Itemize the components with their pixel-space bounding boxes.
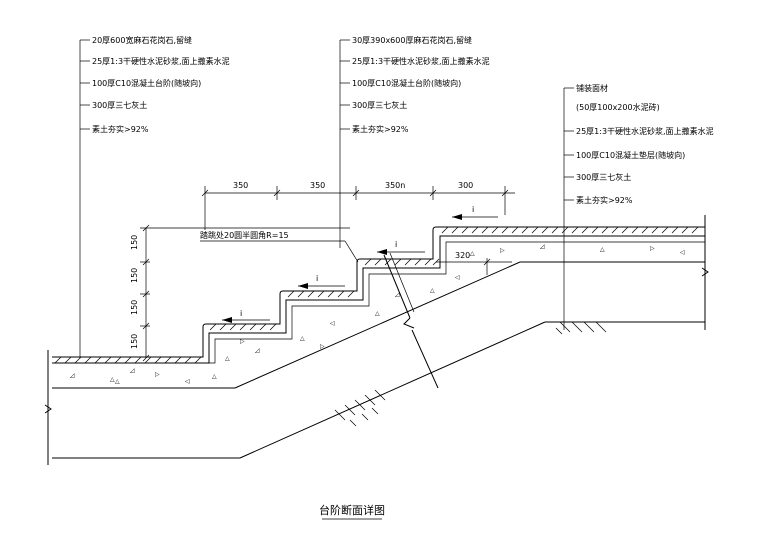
stair-profile [52,226,705,364]
edge-lines [44,215,709,465]
svg-text:◿: ◿ [70,372,75,379]
cut-line-parallel [389,252,415,313]
left-notes-group: 20厚600宽麻石花岗石,留缝 25厚1:3干硬性水泥砂浆,面上撒素水泥 100… [79,35,230,358]
svg-text:△: △ [600,246,605,253]
svg-text:◁: ◁ [185,378,190,385]
top-dim-label-3: 350n [385,181,405,190]
svg-text:◁: ◁ [680,249,685,256]
concrete-slope-bottom [234,261,521,389]
right-notes-group: 铺装面材 (50厚100x200水泥砖) 25厚1:3干硬性水泥砂浆,面上撒素水… [563,83,714,330]
paving-hatch [54,226,699,364]
svg-text:▷: ▷ [155,371,160,378]
riser-label-3: 150 [130,300,139,315]
dim-320-label: 320 [455,251,470,260]
svg-text:◁: ◁ [455,274,460,281]
soil-slope-bottom [239,321,546,459]
right-note-6: 素土夯实>92% [576,195,633,205]
left-break-mark [44,404,52,414]
left-note-1: 20厚600宽麻石花岗石,留缝 [92,35,192,45]
radius-note-text: 踏跳处20圆半圆角R=15 [200,230,289,240]
lime-soil-layer [52,321,705,459]
concrete-step-inner [209,241,705,364]
svg-text:△: △ [212,373,217,380]
middle-note-2: 25厚1:3干硬性水泥砂浆,面上撒素水泥 [352,56,490,66]
left-note-4: 300厚三七灰土 [92,100,147,110]
middle-note-4: 300厚三七灰土 [352,100,407,110]
svg-text:▷: ▷ [240,338,245,345]
riser-label-4: 150 [130,334,139,349]
middle-note-1: 30厚390x600厚麻石花岗石,留缝 [352,35,472,45]
right-break-mark [701,267,709,277]
aggregate-marks: ◿ △ ▷ ◁ △ ◿ △ ◁ ▷ △ ◿ △ ◁ △ ▷ ◿ △ ▷ ◁ ▷ △ ◿ △ [70,243,685,385]
svg-text:▷: ▷ [320,343,325,350]
top-dim-label-2: 350 [310,181,325,190]
top-dim-label-1: 350 [233,181,248,190]
slope-mark-4: i [472,205,474,214]
left-note-5: 素土夯实>92% [92,124,149,134]
svg-text:◁: ◁ [330,320,335,327]
slope-cut-line [383,252,439,389]
top-dim-tick-2 [273,189,281,197]
middle-note-3: 100厚C10混凝土台阶(随坡向) [352,78,461,88]
concrete-layer [52,241,705,389]
svg-text:△: △ [115,378,120,385]
slope-arrows: i i i i [222,205,498,323]
svg-text:▷: ▷ [500,247,505,254]
right-note-1: 铺装面材 [576,83,608,93]
riser-tick-1 [142,224,150,232]
drawing-title: 台阶断面详图 [319,503,385,520]
top-dim-tick-3 [352,189,360,197]
svg-text:▷: ▷ [650,245,655,252]
slope-arrow-2: i [298,274,345,289]
svg-text:△: △ [375,310,380,317]
right-note-5: 300厚三七灰土 [576,172,631,182]
radius-note: 踏跳处20圆半圆角R=15 [200,230,359,263]
cut-line-upper [383,254,411,319]
svg-text:△: △ [470,250,475,257]
svg-text:◿: ◿ [255,347,260,354]
right-note-2: (50厚100x200水泥砖) [576,102,660,112]
top-dim-label-4: 300 [458,181,473,190]
slope-mark-2: i [316,274,318,283]
cut-line-lower [411,329,439,389]
radius-note-leader [344,240,359,263]
slope-arrow-1: i [222,309,270,323]
right-note-4: 100厚C10混凝土垫层(随坡向) [576,150,685,160]
slope-mark-3: i [395,240,397,249]
paving-bottom-line [52,235,705,364]
slope-arrow-3: i [377,240,425,255]
cut-line-zigzag [403,317,415,329]
paving-top-line [52,226,705,358]
slope-arrow-4: i [452,205,498,220]
svg-text:△: △ [225,355,230,362]
riser-dimension: 150 150 150 150 [130,224,350,362]
riser-tick-4 [142,322,150,330]
middle-notes-group: 30厚390x600厚麻石花岗石,留缝 25厚1:3干硬性水泥砂浆,面上撒素水泥… [339,35,490,248]
svg-text:◿: ◿ [540,243,545,250]
riser-label-1: 150 [130,235,139,250]
svg-text:△: △ [300,335,305,342]
riser-tick-3 [142,290,150,298]
top-dimension: 350 350 350n 300 [201,181,515,230]
top-dim-tick-1 [201,189,209,197]
dim-320: 320 [432,251,512,275]
svg-text:◿: ◿ [395,291,400,298]
top-dim-tick-5 [501,189,509,197]
riser-tick-2 [142,258,150,266]
left-note-3: 100厚C10混凝土台阶(随坡向) [92,78,201,88]
svg-text:◿: ◿ [130,367,135,374]
middle-note-5: 素土夯实>92% [352,124,409,134]
slope-mark-1: i [240,309,242,318]
riser-label-2: 150 [130,268,139,283]
right-note-3: 25厚1:3干硬性水泥砂浆,面上撒素水泥 [576,126,714,136]
earth-hatch [334,321,607,427]
riser-tick-5 [142,354,150,362]
dim-320-tick-1 [432,258,440,266]
top-dim-tick-4 [429,189,437,197]
title-text: 台阶断面详图 [319,503,385,517]
svg-text:△: △ [430,287,435,294]
svg-text:△: △ [110,376,115,383]
left-note-2: 25厚1:3干硬性水泥砂浆,面上撒素水泥 [92,56,230,66]
